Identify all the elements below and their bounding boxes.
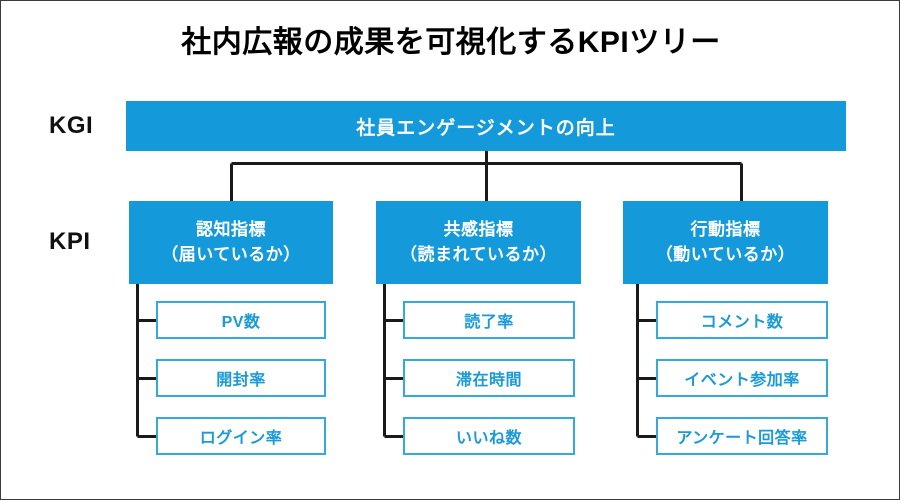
metric-label: 読了率	[464, 314, 514, 331]
metric-label: 滞在時間	[455, 372, 522, 389]
kpi-box-title: 共感指標	[443, 219, 514, 239]
metric-label: PV数	[221, 314, 261, 331]
kpi-box-subtitle: （動いているか）	[655, 244, 796, 264]
metric-box[interactable]: ログイン率	[156, 417, 326, 455]
metric-box[interactable]: アンケート回答率	[656, 417, 828, 455]
page-title: 社内広報の成果を可視化するKPIツリー	[181, 26, 721, 59]
metric-label: ログイン率	[199, 430, 283, 447]
kpi-box-awareness[interactable]: 認知指標 （届いているか）	[129, 201, 333, 284]
metric-box[interactable]: PV数	[156, 301, 326, 339]
metric-label: 開封率	[216, 372, 266, 389]
metric-label: コメント数	[700, 314, 784, 331]
kpi-box-title: 認知指標	[196, 219, 266, 239]
row-label-kgi: KGI	[49, 112, 94, 139]
metric-label: アンケート回答率	[676, 430, 808, 447]
metric-box[interactable]: 開封率	[156, 359, 326, 397]
kpi-box-empathy[interactable]: 共感指標 （読まれているか）	[376, 201, 581, 284]
metric-box[interactable]: 読了率	[403, 301, 575, 339]
row-label-kpi: KPI	[49, 228, 91, 255]
kpi-box-subtitle: （読まれているか）	[400, 244, 557, 264]
metric-label: いいね数	[455, 430, 522, 447]
metric-box[interactable]: いいね数	[403, 417, 575, 455]
kpi-box-action[interactable]: 行動指標 （動いているか）	[623, 201, 828, 284]
kpi-box-title: 行動指標	[690, 219, 761, 239]
metric-box[interactable]: コメント数	[656, 301, 828, 339]
kgi-box[interactable]: 社員エンゲージメントの向上	[126, 101, 846, 151]
metric-label: イベント参加率	[684, 372, 800, 389]
kpi-box-subtitle: （届いているか）	[161, 244, 301, 264]
metric-box[interactable]: イベント参加率	[656, 359, 828, 397]
metric-box[interactable]: 滞在時間	[403, 359, 575, 397]
kgi-label: 社員エンゲージメントの向上	[356, 117, 616, 139]
